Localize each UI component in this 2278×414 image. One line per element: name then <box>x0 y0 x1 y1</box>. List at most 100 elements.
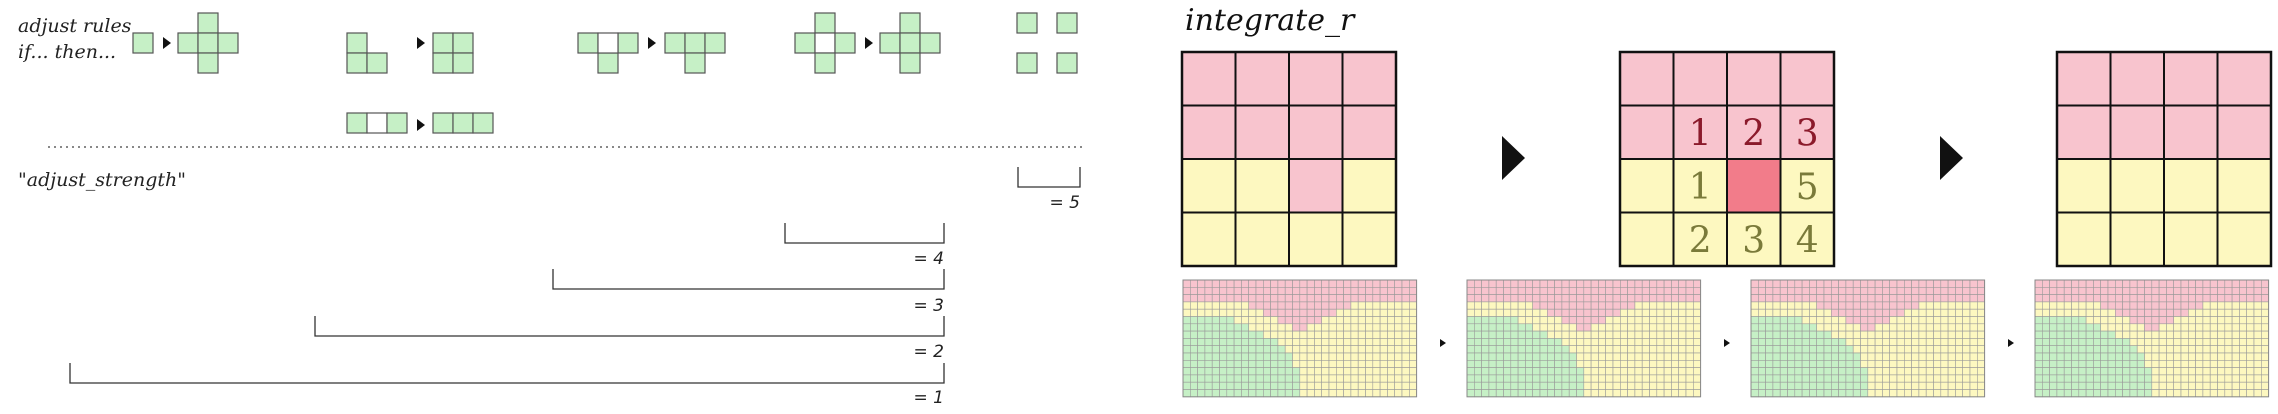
map-cell <box>1685 330 1694 339</box>
map-cell <box>1940 381 1949 390</box>
map-cell <box>2217 323 2226 332</box>
map-cell <box>1576 367 1585 376</box>
map-cell <box>1671 381 1680 390</box>
map-cell <box>1474 279 1482 288</box>
map-cell <box>1918 323 1927 332</box>
map-cell <box>1816 301 1825 310</box>
map-cell <box>1394 301 1403 310</box>
map-cell <box>1787 359 1796 368</box>
integrate-title: integrate_r <box>1185 3 1356 38</box>
map-cell <box>1568 374 1577 383</box>
map-cell <box>1284 338 1293 346</box>
map-cell <box>1867 359 1876 368</box>
map-cell <box>1284 345 1293 354</box>
map-cell <box>1627 279 1636 288</box>
map-cell <box>1241 323 1250 332</box>
map-cell <box>1933 301 1942 310</box>
map-cell <box>2042 286 2050 295</box>
map-cell <box>1182 286 1191 295</box>
map-cell <box>1605 345 1614 354</box>
map-cell <box>1663 389 1672 398</box>
big-grid-border <box>1618 50 1836 268</box>
map-cell <box>1306 323 1315 332</box>
map-cell <box>2063 330 2072 339</box>
rule-cell <box>814 52 836 74</box>
map-cell <box>1969 389 1978 398</box>
map-cell <box>1372 301 1381 310</box>
map-cell <box>1649 286 1658 295</box>
map-cell <box>2158 359 2167 368</box>
map-cell <box>2253 308 2262 317</box>
map-cell <box>1211 323 1220 332</box>
map-cell <box>2173 294 2182 303</box>
map-cell <box>1321 279 1330 288</box>
map-cell <box>1794 389 1803 398</box>
map-cell <box>1466 294 1475 303</box>
map-cell <box>1685 338 1694 346</box>
map-cell <box>1867 294 1876 303</box>
map-cell <box>2078 338 2087 346</box>
map-cell <box>1539 352 1548 361</box>
map-cell <box>1874 338 1883 346</box>
map-cell <box>1495 352 1504 361</box>
map-cell <box>2049 330 2058 339</box>
map-cell <box>2158 301 2167 310</box>
map-cell <box>2093 359 2101 368</box>
map-cell <box>1576 352 1585 361</box>
map-cell <box>2144 286 2153 295</box>
map-cell <box>1925 389 1934 398</box>
map-cell <box>1758 286 1766 295</box>
map-cell <box>1634 330 1643 339</box>
map-cell <box>1620 345 1628 354</box>
map-cell <box>2085 381 2094 390</box>
arrow-right-icon <box>1440 339 1446 347</box>
map-cell <box>2158 279 2167 288</box>
map-cell <box>2093 374 2101 383</box>
map-cell <box>1576 316 1585 325</box>
map-cell <box>1394 294 1403 303</box>
map-cell <box>1627 338 1636 346</box>
map-cell <box>2246 286 2255 295</box>
map-cell <box>2100 330 2109 339</box>
map-cell <box>1627 381 1636 390</box>
map-cell <box>1357 345 1366 354</box>
map-cell <box>2093 338 2101 346</box>
map-cell <box>2151 323 2160 332</box>
map-cell <box>1590 279 1599 288</box>
map-cell <box>1379 323 1388 332</box>
map-cell <box>1831 301 1839 310</box>
map-cell <box>1576 345 1585 354</box>
map-cell <box>1641 359 1650 368</box>
map-cell <box>1277 381 1286 390</box>
map-cell <box>1889 374 1898 383</box>
map-cell <box>1860 301 1869 310</box>
map-cell <box>1503 286 1512 295</box>
map-cell <box>1656 352 1665 361</box>
map-cell <box>1969 381 1978 390</box>
map-cell <box>2158 367 2167 376</box>
map-cell <box>1503 374 1512 383</box>
map-cell <box>1671 352 1680 361</box>
rule-cell <box>197 12 219 34</box>
map-cell <box>1292 286 1301 295</box>
map-cell <box>1656 286 1665 295</box>
map-cell <box>2056 316 2065 325</box>
map-cell <box>2136 381 2145 390</box>
map-grid-3 <box>1750 279 1986 398</box>
map-cell <box>1605 381 1614 390</box>
map-cell <box>2078 279 2087 288</box>
map-cell <box>1627 308 1636 317</box>
map-cell <box>1874 374 1883 383</box>
map-cell <box>1693 301 1701 310</box>
map-cell <box>2122 374 2131 383</box>
map-cell <box>1233 381 1242 390</box>
map-cell <box>1693 359 1701 368</box>
map-cell <box>1547 359 1555 368</box>
map-cell <box>1292 279 1301 288</box>
map-cell <box>2100 367 2109 376</box>
map-cell <box>1204 294 1213 303</box>
arrow-right-icon <box>163 37 171 49</box>
map-cell <box>2115 286 2123 295</box>
map-cell <box>1488 286 1497 295</box>
map-cell <box>2071 367 2080 376</box>
